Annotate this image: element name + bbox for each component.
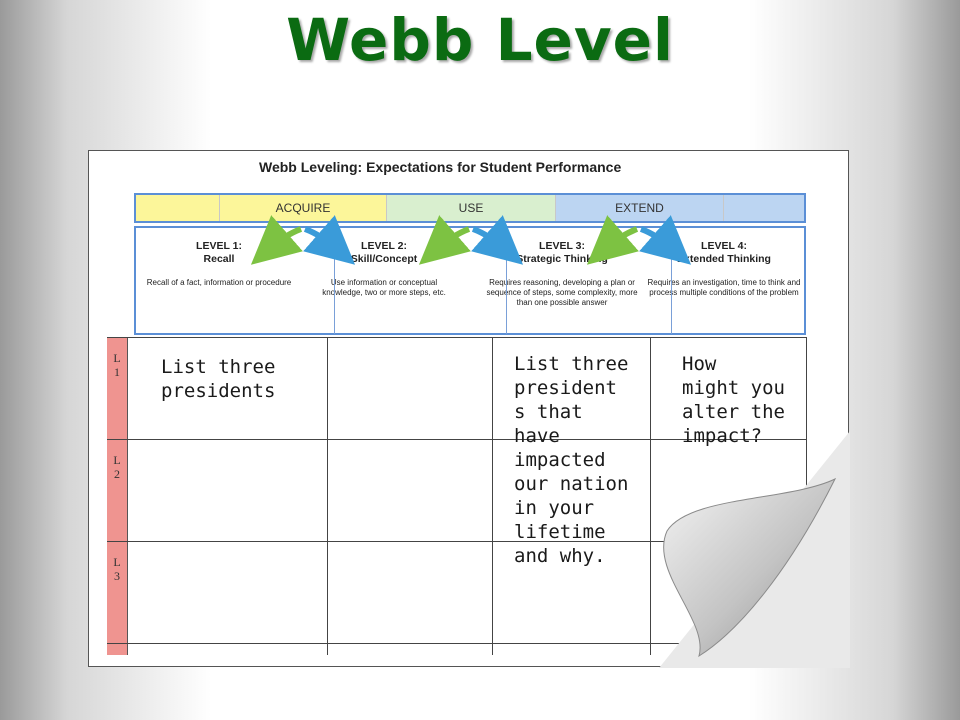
cell-level1-recall: List three presidents xyxy=(161,356,276,402)
divider-line xyxy=(334,227,335,334)
grid-line xyxy=(107,643,807,644)
level-grid: L 1 L 2 L 3 xyxy=(107,337,807,655)
grid-line xyxy=(806,337,807,655)
level-2: LEVEL 2: Skill/Concept Use information o… xyxy=(310,240,458,298)
page-title: Webb Level xyxy=(286,6,674,74)
level-2-name: Skill/Concept xyxy=(350,253,418,265)
sheet-heading: Webb Leveling: Expectations for Student … xyxy=(259,159,622,175)
row-label-number: 3 xyxy=(114,569,120,583)
level-4-name: Extended Thinking xyxy=(677,253,771,265)
level-2-description: Use information or conceptual knowledge,… xyxy=(322,278,446,297)
band-blank-left xyxy=(136,195,220,221)
grid-line xyxy=(650,337,651,655)
level-2-number: LEVEL 2: xyxy=(361,240,407,252)
band-blank-right xyxy=(724,195,804,221)
divider-line xyxy=(671,227,672,334)
grid-line xyxy=(107,541,807,542)
row-label-letter: L xyxy=(113,351,121,365)
row-label-letter: L xyxy=(113,453,121,467)
grid-line xyxy=(492,337,493,655)
level-1-number: LEVEL 1: xyxy=(196,240,242,252)
grid-line xyxy=(327,337,328,655)
level-4: LEVEL 4: Extended Thinking Requires an i… xyxy=(644,240,804,298)
grid-line xyxy=(107,439,807,440)
row-label-l3: L 3 xyxy=(107,541,128,643)
band-extend: EXTEND xyxy=(556,195,724,221)
cell-level3-strategic: List three president s that have impacte… xyxy=(514,353,629,567)
level-3-number: LEVEL 3: xyxy=(539,240,585,252)
grid-line xyxy=(107,337,807,338)
level-1-name: Recall xyxy=(203,253,235,265)
row-label-l4-partial xyxy=(107,643,128,655)
divider-line xyxy=(506,227,507,334)
level-1-description: Recall of a fact, information or procedu… xyxy=(146,278,292,287)
row-label-number: 1 xyxy=(114,365,120,379)
level-4-number: LEVEL 4: xyxy=(701,240,747,252)
level-3-description: Requires reasoning, developing a plan or… xyxy=(486,278,638,307)
level-4-description: Requires an investigation, time to think… xyxy=(647,278,801,297)
cell-level4-extended: How might you alter the impact? xyxy=(682,353,785,447)
level-3: LEVEL 3: Strategic Thinking Requires rea… xyxy=(482,240,642,308)
row-label-number: 2 xyxy=(114,467,120,481)
level-1: LEVEL 1: Recall Recall of a fact, inform… xyxy=(144,240,294,288)
arrows-graphic xyxy=(250,215,692,265)
arrow-icon xyxy=(250,215,692,265)
row-label-letter: L xyxy=(113,555,121,569)
level-3-name: Strategic Thinking xyxy=(516,253,608,265)
row-label-l2: L 2 xyxy=(107,439,128,541)
row-label-l1: L 1 xyxy=(107,337,128,439)
